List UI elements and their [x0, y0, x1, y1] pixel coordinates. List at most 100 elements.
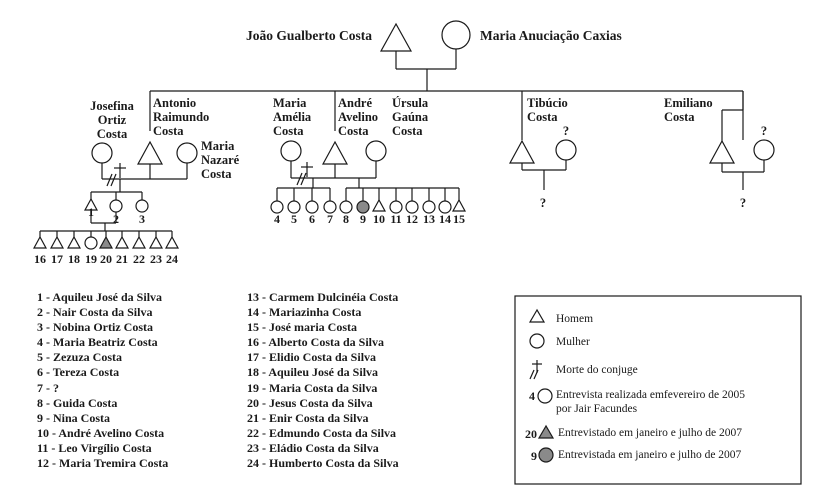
ursula-symbol [365, 140, 387, 162]
list-item: 1 - Aquileu José da Silva [37, 290, 163, 304]
list-item: 5 - Zezuza Costa [37, 350, 122, 365]
legend-interviewed-man-number: 20 [525, 427, 537, 441]
person-number: 11 [390, 212, 401, 226]
list-item: 12 - Maria Tremira Costa [37, 456, 169, 471]
person-13-symbol [422, 200, 436, 214]
child-2-symbol [109, 199, 123, 213]
person-number: 17 [51, 252, 63, 266]
person-number: 6 [309, 212, 315, 226]
person-14-symbol [438, 200, 452, 214]
legend-man-icon [528, 308, 546, 323]
name-line: Emiliano [664, 96, 713, 110]
list-item: 9 - Nina Costa [37, 410, 111, 425]
list-item: 7 - ? [37, 380, 59, 395]
andre-symbol [321, 140, 349, 165]
father-symbol [379, 22, 413, 52]
legend-interview-2005-icon [537, 388, 553, 404]
name-line: Costa [338, 124, 369, 138]
name-line: Antonio [153, 96, 196, 110]
unknown-mark: ? [563, 124, 569, 138]
name-line: Costa [664, 110, 695, 124]
father-name: João Gualberto Costa [246, 28, 372, 43]
list-item: 10 - André Avelino Costa [37, 425, 165, 440]
legend-interviewed-woman-number: 9 [531, 449, 537, 463]
person-5-symbol [287, 200, 301, 214]
person-number: 15 [453, 212, 465, 226]
list-item: 18 - Aquileu José da Silva [247, 365, 379, 380]
name-line: Avelino [338, 110, 378, 124]
name-line: Ortiz [98, 113, 127, 127]
person-number: 4 [274, 212, 280, 226]
person-number: 10 [373, 212, 385, 226]
list-item: 17 - Elidio Costa da Silva [247, 350, 377, 365]
legend-woman-icon [529, 333, 545, 349]
emiliano-spouse-symbol [753, 139, 775, 161]
legend-interviewed-man-icon [537, 424, 555, 439]
unknown-mark: ? [761, 124, 767, 138]
list-item: 4 - Maria Beatriz Costa [37, 335, 158, 350]
list-item: 15 - José maria Costa [247, 320, 357, 335]
name-line: Costa [201, 167, 232, 181]
person-number: 14 [439, 212, 451, 226]
person-20-symbol [98, 235, 114, 249]
name-line: Maria [273, 96, 307, 110]
person-17-symbol [49, 235, 65, 249]
josefina-symbol [91, 142, 113, 164]
name-line: Nazaré [201, 153, 240, 167]
person-10-symbol [371, 198, 387, 212]
tibucio-symbol [508, 139, 536, 164]
list-item: 3 - Nobina Ortiz Costa [37, 320, 153, 335]
name-line: Tibúcio [527, 96, 568, 110]
person-number: 3 [139, 212, 145, 226]
name-line: André [338, 96, 372, 110]
person-number: 19 [85, 252, 97, 266]
antonio-symbol [136, 140, 164, 165]
person-18-symbol [66, 235, 82, 249]
tibucio-spouse-symbol [555, 139, 577, 161]
name-line: Costa [273, 124, 304, 138]
person-21-symbol [114, 235, 130, 249]
legend-interviewed-woman-icon [538, 447, 554, 463]
legend-interviewed-woman-label: Entrevistada em janeiro e julho de 2007 [558, 449, 742, 461]
person-number: 20 [100, 252, 112, 266]
emiliano-symbol [708, 139, 736, 164]
legend-interview-2005-number: 4 [529, 389, 535, 403]
person-number: 12 [406, 212, 418, 226]
name-line: Costa [97, 127, 128, 141]
name-line: Amélia [273, 110, 312, 124]
unknown-mark: ? [540, 196, 546, 210]
mother-symbol [441, 20, 471, 50]
person-12-symbol [405, 200, 419, 214]
person-19-symbol [84, 236, 98, 250]
list-item: 2 - Nair Costa da Silva [37, 305, 153, 320]
person-number: 13 [423, 212, 435, 226]
unknown-mark: ? [740, 196, 746, 210]
person-15-symbol [451, 198, 467, 212]
legend-man-label: Homem [556, 313, 593, 325]
person-23-symbol [148, 235, 164, 249]
list-item: 21 - Enir Costa da Silva [247, 410, 369, 425]
person-number: 7 [327, 212, 333, 226]
person-9-symbol [356, 200, 370, 214]
list-item: 22 - Edmundo Costa da Silva [247, 425, 397, 440]
person-number: 24 [166, 252, 178, 266]
legend-box [514, 295, 802, 485]
maria-nazare-symbol [176, 142, 198, 164]
list-item: 24 - Humberto Costa da Silva [247, 456, 399, 471]
person-7-symbol [323, 200, 337, 214]
person-number: 21 [116, 252, 128, 266]
maria-amelia-symbol [280, 140, 302, 162]
person-number: 18 [68, 252, 80, 266]
name-line: Costa [527, 110, 558, 124]
list-item: 8 - Guida Costa [37, 395, 118, 410]
person-11-symbol [389, 200, 403, 214]
list-item: 13 - Carmem Dulcinéia Costa [247, 290, 399, 304]
name-line: Úrsula [392, 96, 429, 110]
person-8-symbol [339, 200, 353, 214]
